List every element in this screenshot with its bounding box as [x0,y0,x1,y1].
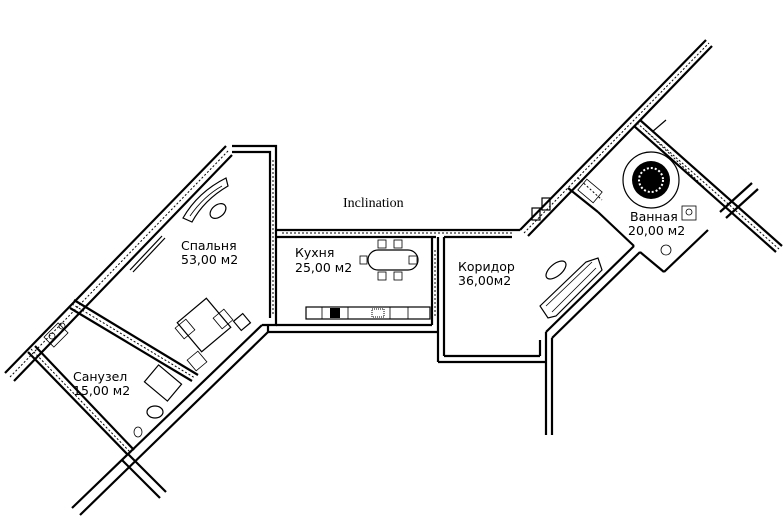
kitchen-name: Кухня [295,245,334,260]
kitchen-furniture [305,239,431,320]
corridor-furniture [539,257,603,319]
bedroom-name: Спальня [181,238,237,253]
wc-furniture [43,322,183,438]
bedroom-furniture [129,177,252,372]
corridor-name: Коридор [458,259,515,274]
kitchen-walls [266,228,520,334]
bedroom-area: 53,00 м2 [181,252,238,267]
corridor-area: 36,00м2 [458,273,511,288]
bedroom-walls [232,144,278,327]
bathroom-walls [577,119,706,201]
kitchen-area: 25,00 м2 [295,260,352,275]
wc-name: Санузел [73,369,127,384]
bathroom-furniture [531,151,697,256]
exterior-walls [4,39,783,516]
bathroom-area: 20,00 м2 [628,223,685,238]
corridor-walls [436,235,554,435]
plan-title: Inclination [343,196,404,211]
bathroom-name: Ванная [630,209,678,224]
wc-area: 15,00 м2 [73,383,130,398]
